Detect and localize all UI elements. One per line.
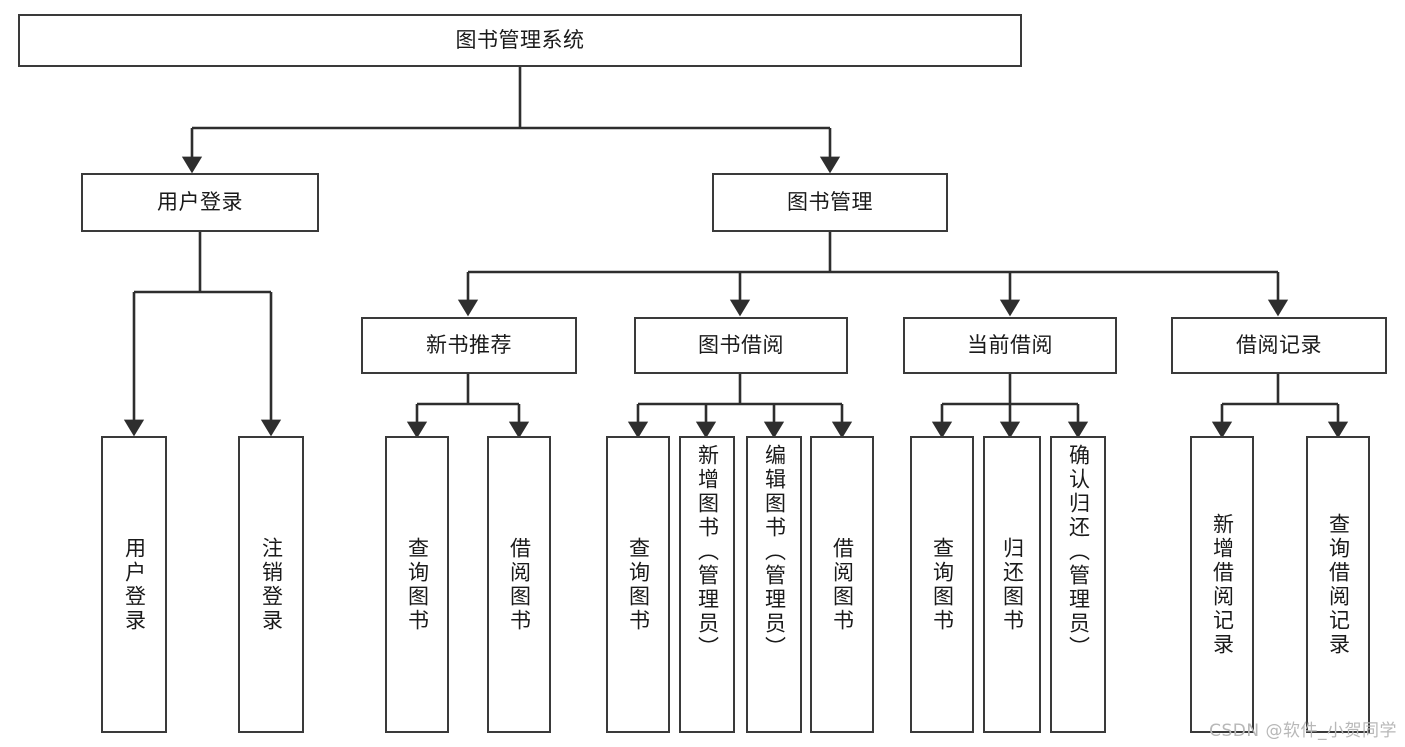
node-leaf-query-books-current[interactable]: 查询图书 <box>910 436 974 733</box>
node-label: 查询借阅记录 <box>1326 512 1351 657</box>
node-leaf-user-login[interactable]: 用户登录 <box>101 436 167 733</box>
node-book-borrowing[interactable]: 图书借阅 <box>634 317 848 374</box>
node-label: 新增借阅记录 <box>1210 512 1235 657</box>
node-label: 图书管理系统 <box>455 28 585 53</box>
node-label: 归还图书 <box>1000 536 1025 633</box>
node-label: 编辑图书（管理员） <box>762 444 787 660</box>
node-label: 查询图书 <box>405 536 430 633</box>
node-label: 用户登录 <box>157 190 243 215</box>
node-label: 用户登录 <box>122 536 147 633</box>
node-book-management[interactable]: 图书管理 <box>712 173 948 232</box>
node-leaf-logout[interactable]: 注销登录 <box>238 436 304 733</box>
node-label: 新书推荐 <box>426 333 512 358</box>
node-label: 确认归还（管理员） <box>1066 444 1091 660</box>
node-user-login[interactable]: 用户登录 <box>81 173 319 232</box>
node-leaf-confirm-return-admin[interactable]: 确认归还（管理员） <box>1050 436 1106 733</box>
node-current-borrowing[interactable]: 当前借阅 <box>903 317 1117 374</box>
node-leaf-borrow-books-recommend[interactable]: 借阅图书 <box>487 436 551 733</box>
node-leaf-query-books-borrow[interactable]: 查询图书 <box>606 436 670 733</box>
node-leaf-add-book-admin[interactable]: 新增图书（管理员） <box>679 436 735 733</box>
node-root-book-management-system[interactable]: 图书管理系统 <box>18 14 1022 67</box>
node-leaf-query-borrow-record[interactable]: 查询借阅记录 <box>1306 436 1370 733</box>
node-label: 借阅记录 <box>1236 333 1322 358</box>
node-borrowing-records[interactable]: 借阅记录 <box>1171 317 1387 374</box>
node-label: 借阅图书 <box>507 536 532 633</box>
node-leaf-query-books-recommend[interactable]: 查询图书 <box>385 436 449 733</box>
node-label: 当前借阅 <box>967 333 1053 358</box>
node-leaf-borrow-books[interactable]: 借阅图书 <box>810 436 874 733</box>
node-label: 图书管理 <box>787 190 873 215</box>
node-leaf-edit-book-admin[interactable]: 编辑图书（管理员） <box>746 436 802 733</box>
node-leaf-add-borrow-record[interactable]: 新增借阅记录 <box>1190 436 1254 733</box>
watermark-text: CSDN @软件_小贺同学 <box>1209 721 1397 741</box>
node-label: 图书借阅 <box>698 333 784 358</box>
node-leaf-return-books[interactable]: 归还图书 <box>983 436 1041 733</box>
node-label: 注销登录 <box>259 536 284 633</box>
node-label: 借阅图书 <box>830 536 855 633</box>
node-new-book-recommendation[interactable]: 新书推荐 <box>361 317 577 374</box>
node-label: 新增图书（管理员） <box>695 444 720 660</box>
node-label: 查询图书 <box>930 536 955 633</box>
node-label: 查询图书 <box>626 536 651 633</box>
